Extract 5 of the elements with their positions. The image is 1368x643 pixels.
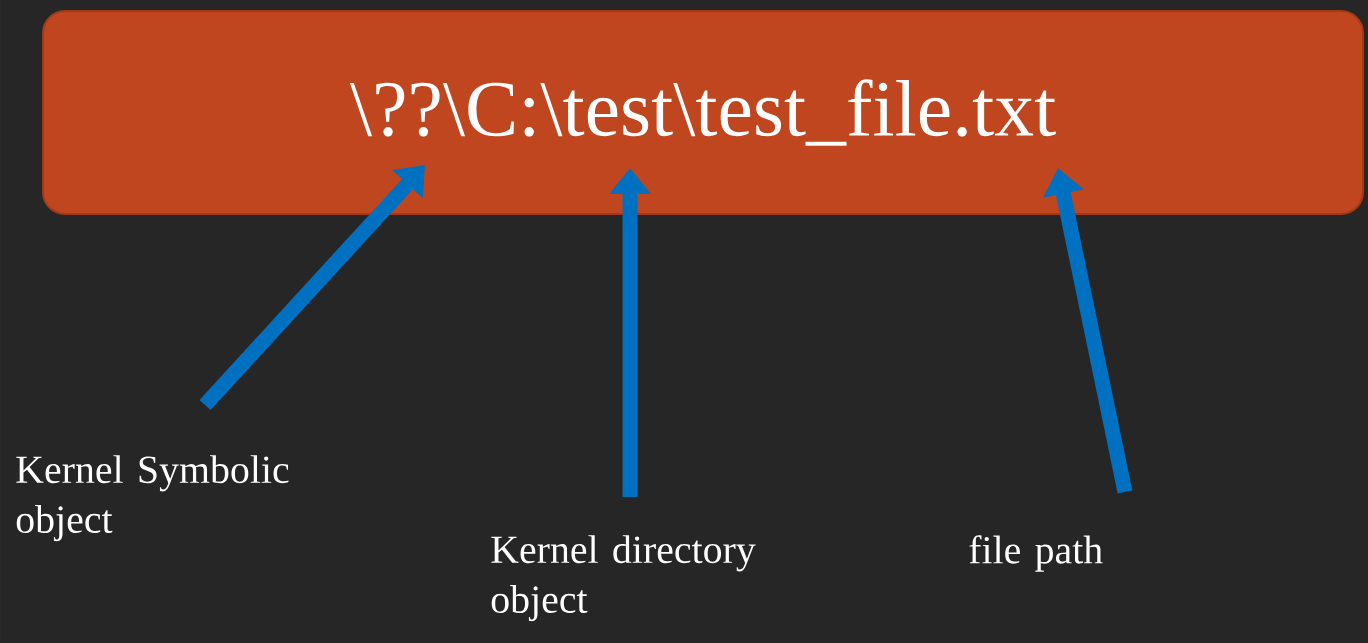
path-box: \??\C:\test\test_file.txt [42, 10, 1364, 215]
arrow [199, 165, 425, 411]
label-text: Kernel directory object [491, 535, 756, 622]
label-text: Kernel Symbolic object [16, 455, 289, 542]
label-text: file path [969, 535, 1103, 572]
